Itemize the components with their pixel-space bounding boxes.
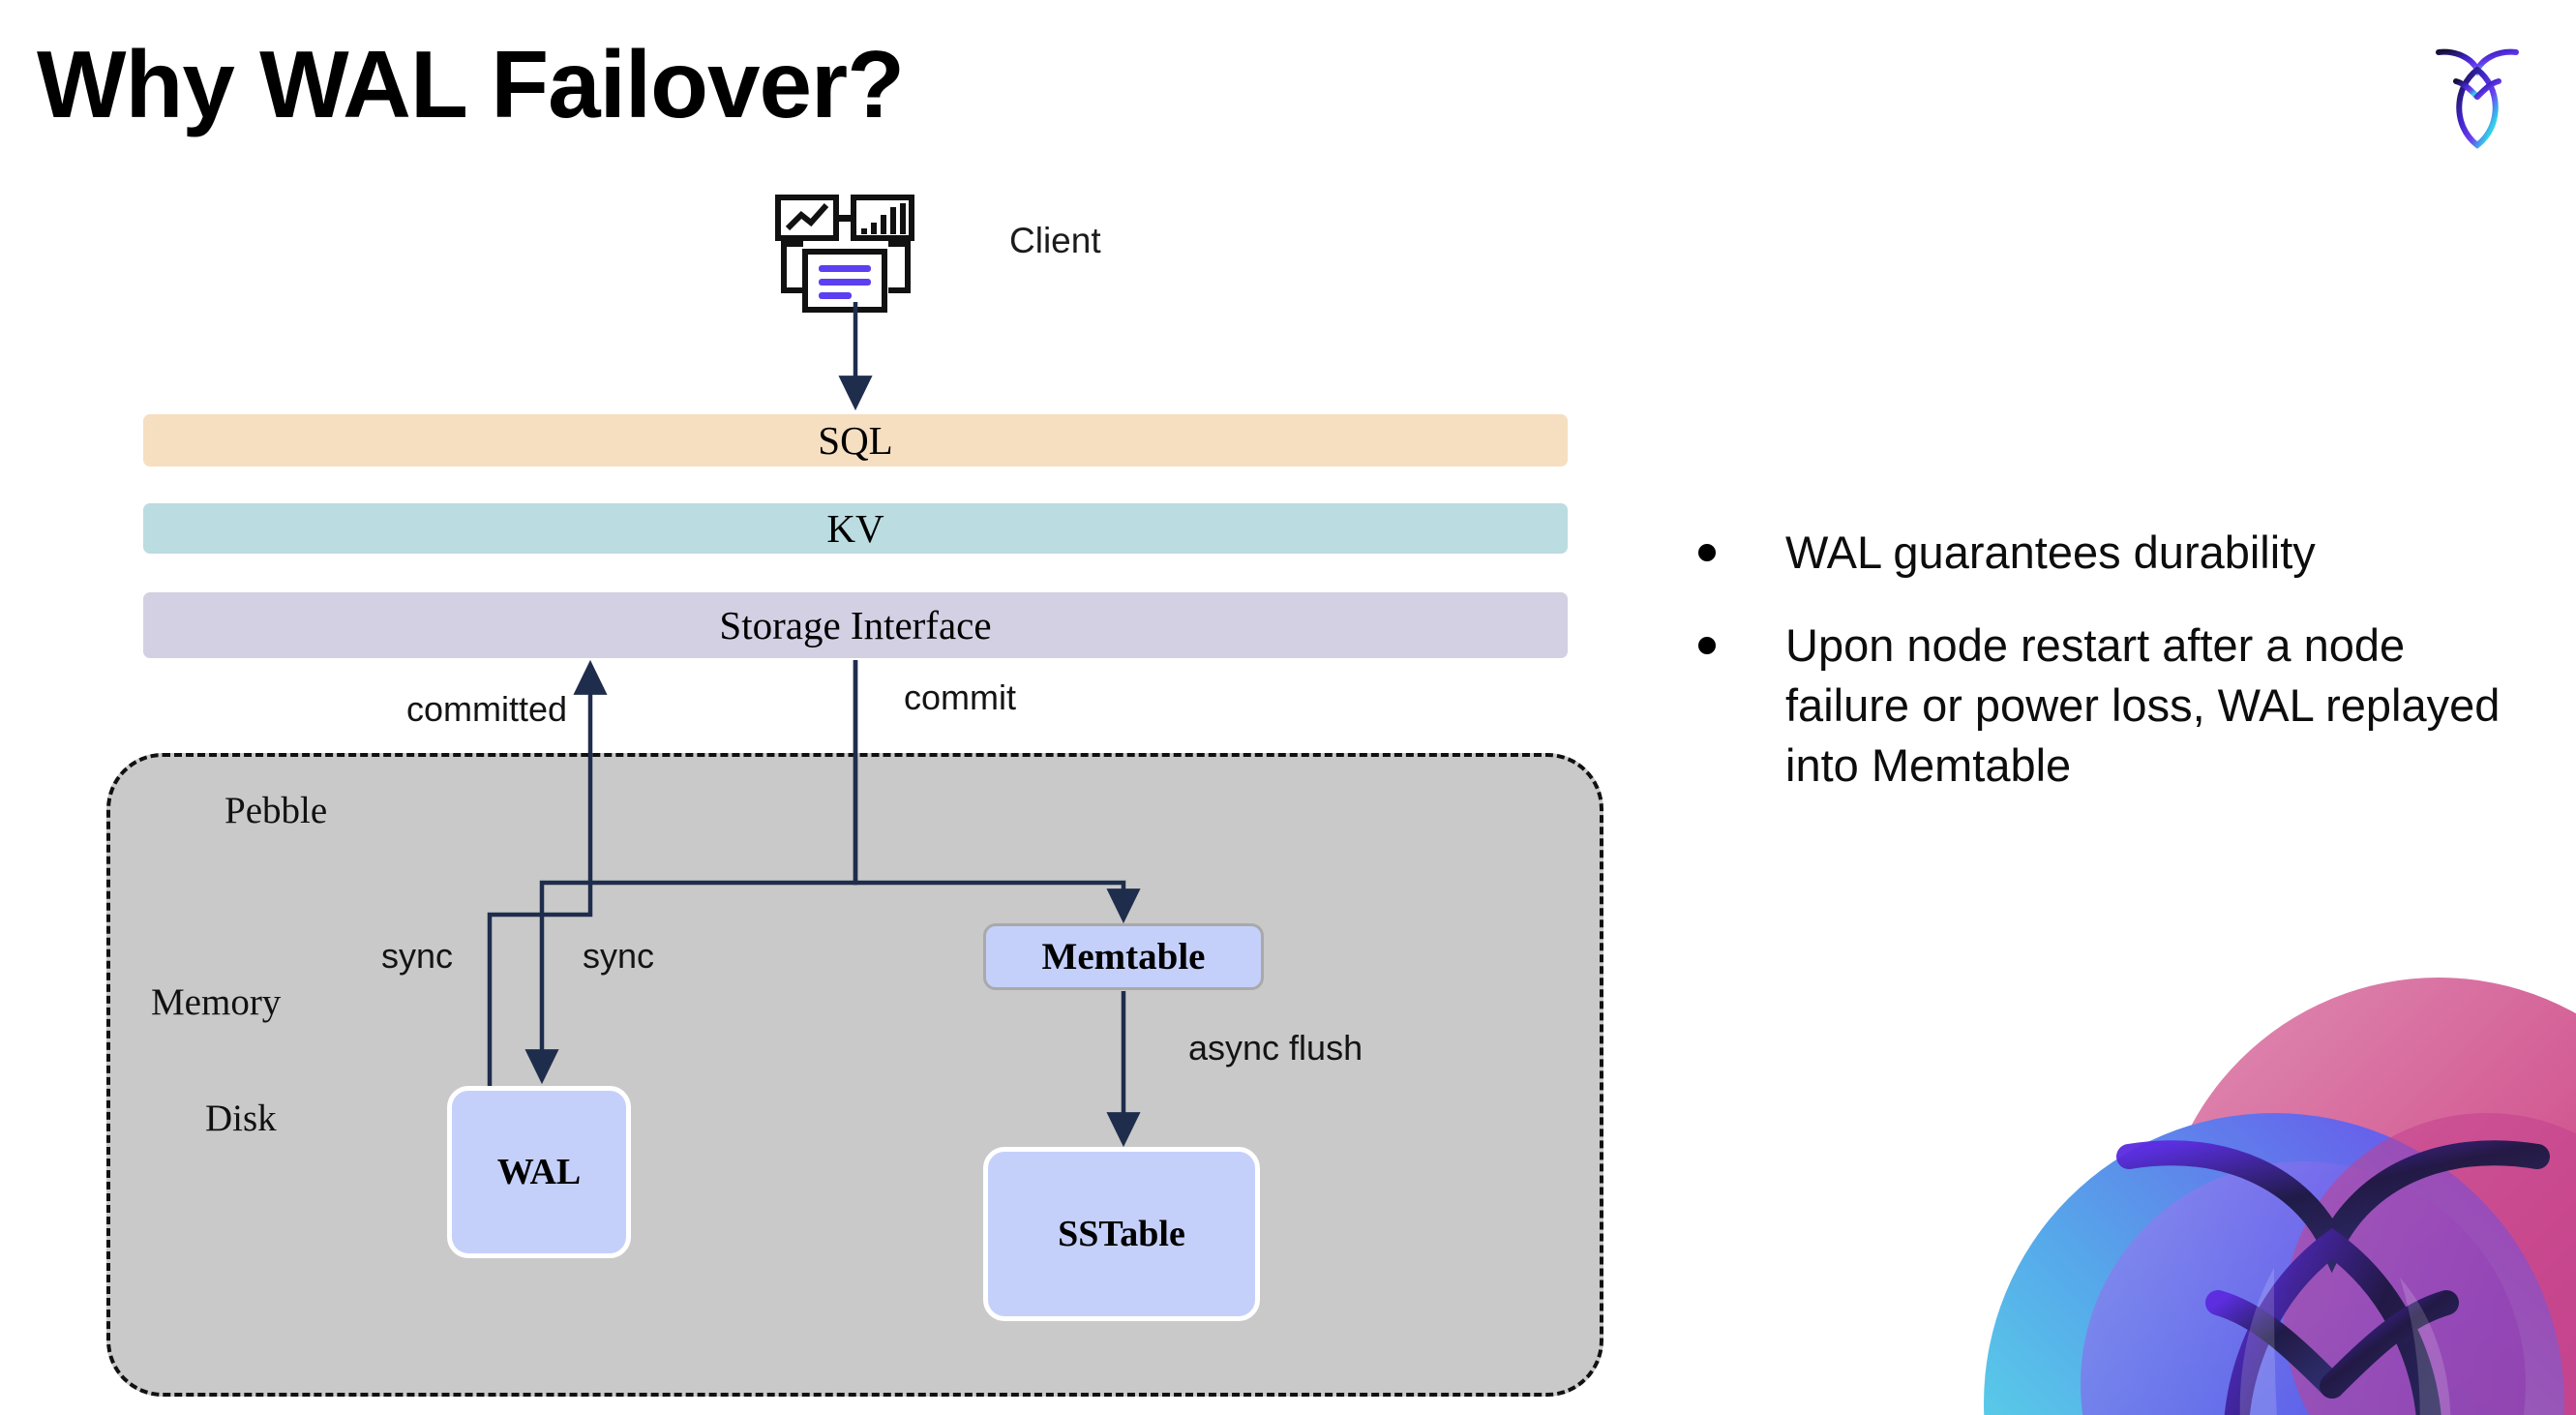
memory-label: Memory [151, 981, 282, 1023]
bullet-dot-icon [1698, 544, 1716, 561]
node-sstable-label: SSTable [1058, 1214, 1185, 1254]
node-memtable: Memtable [983, 923, 1264, 990]
pebble-container [106, 753, 1603, 1397]
bullet-text: WAL guarantees durability [1785, 527, 2316, 578]
node-memtable-label: Memtable [1041, 936, 1206, 978]
bullet-text: Upon node restart after a node failure o… [1785, 619, 2501, 792]
edge-label-sync-left: sync [381, 936, 454, 976]
layer-bar-kv-label: KV [826, 506, 884, 551]
edge-label-async-flush: async flush [1188, 1028, 1363, 1068]
layer-bar-sql: SQL [143, 414, 1568, 467]
edge-label-commit: commit [904, 677, 1016, 717]
bullet-list: WAL guarantees durability Upon node rest… [1698, 523, 2531, 828]
node-wal-label: WAL [496, 1152, 582, 1192]
layer-bar-storage-label: Storage Interface [719, 603, 992, 647]
layer-bar-storage-interface: Storage Interface [143, 592, 1568, 658]
page-title: Why WAL Failover? [37, 31, 905, 137]
node-wal: WAL [447, 1086, 631, 1258]
bullet-dot-icon [1698, 637, 1716, 655]
layer-bar-sql-label: SQL [818, 418, 893, 463]
corner-circles-decoration [1984, 948, 2576, 1415]
list-item: WAL guarantees durability [1698, 523, 2531, 583]
pebble-label: Pebble [225, 790, 328, 831]
list-item: Upon node restart after a node failure o… [1698, 616, 2531, 796]
edge-label-committed: committed [406, 689, 568, 729]
edge-label-sync-right: sync [583, 936, 655, 976]
layer-bar-kv: KV [143, 503, 1568, 554]
client-dashboard-icon [774, 194, 929, 315]
cockroach-leaf-logo [2431, 37, 2524, 151]
client-label: Client [1009, 221, 1101, 260]
disk-label: Disk [205, 1098, 277, 1139]
node-sstable: SSTable [983, 1147, 1260, 1321]
